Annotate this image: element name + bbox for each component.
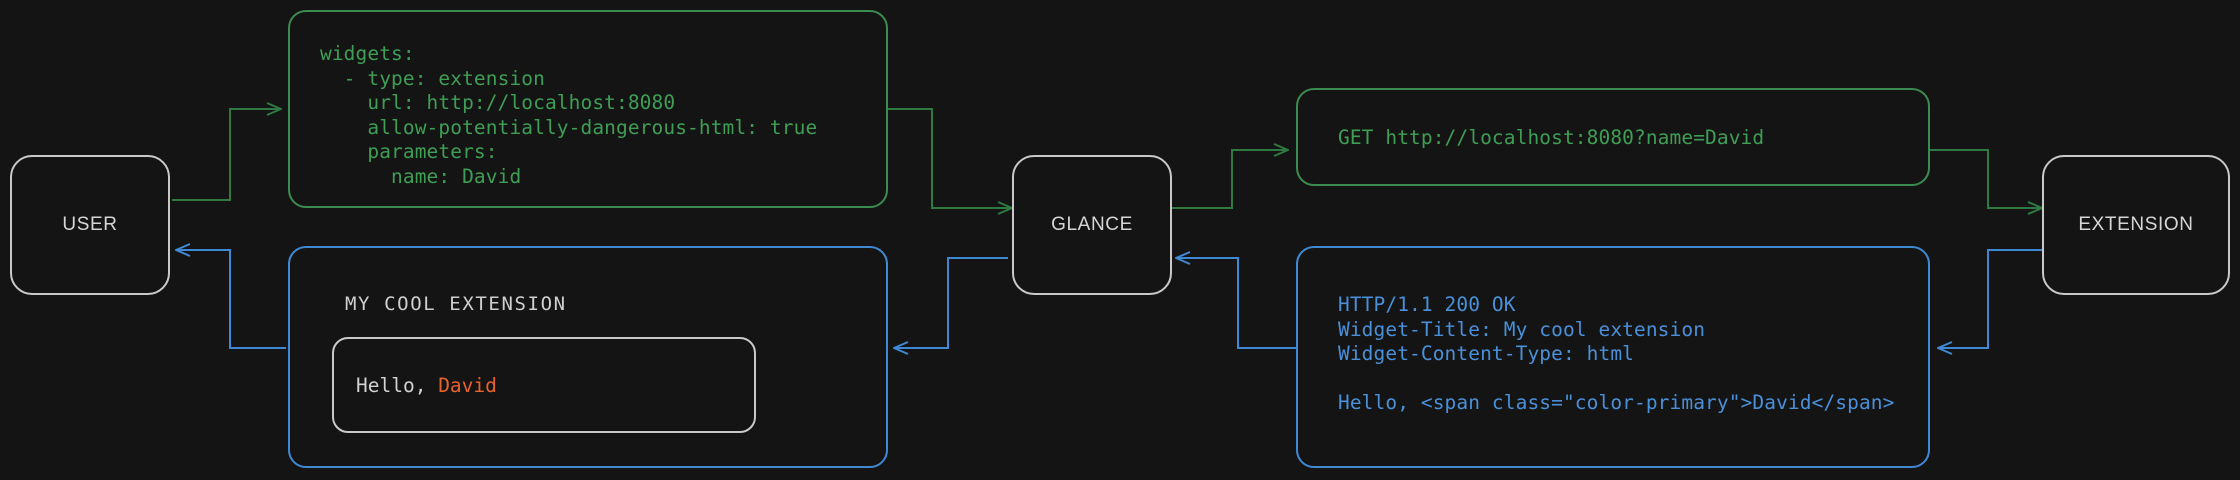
wire-user-to-config [172, 109, 281, 201]
wire-request-to-extension [1930, 149, 2042, 208]
panel-config-yaml: widgets: - type: extension url: http://l… [288, 10, 888, 208]
node-user[interactable]: USER [10, 155, 170, 295]
node-user-label: USER [62, 214, 118, 235]
widget-preview-title: MY COOL EXTENSION [345, 293, 567, 315]
node-glance[interactable]: GLANCE [1012, 155, 1172, 295]
wire-extension-to-response [1938, 249, 2042, 348]
wire-glance-to-widget [894, 257, 1008, 348]
node-extension-label: EXTENSION [2078, 214, 2194, 235]
wire-config-to-glance [888, 108, 1012, 208]
config-yaml-code: widgets: - type: extension url: http://l… [320, 42, 818, 188]
http-request-code: GET http://localhost:8080?name=David [1338, 126, 1765, 149]
widget-greeting-name: David [438, 373, 497, 397]
panel-widget-preview: MY COOL EXTENSION Hello, David [288, 246, 888, 468]
panel-http-response: HTTP/1.1 200 OK Widget-Title: My cool ex… [1296, 246, 1930, 468]
widget-preview-body: Hello, David [332, 337, 756, 433]
http-response-code: HTTP/1.1 200 OK Widget-Title: My cool ex… [1338, 293, 1895, 414]
wire-widget-to-user [176, 250, 286, 349]
widget-greeting-prefix: Hello, [356, 373, 439, 397]
node-extension[interactable]: EXTENSION [2042, 155, 2230, 295]
wire-glance-to-request [1170, 150, 1288, 209]
node-glance-label: GLANCE [1051, 214, 1133, 235]
panel-http-request: GET http://localhost:8080?name=David [1296, 88, 1930, 186]
wire-response-to-glance [1176, 258, 1296, 349]
